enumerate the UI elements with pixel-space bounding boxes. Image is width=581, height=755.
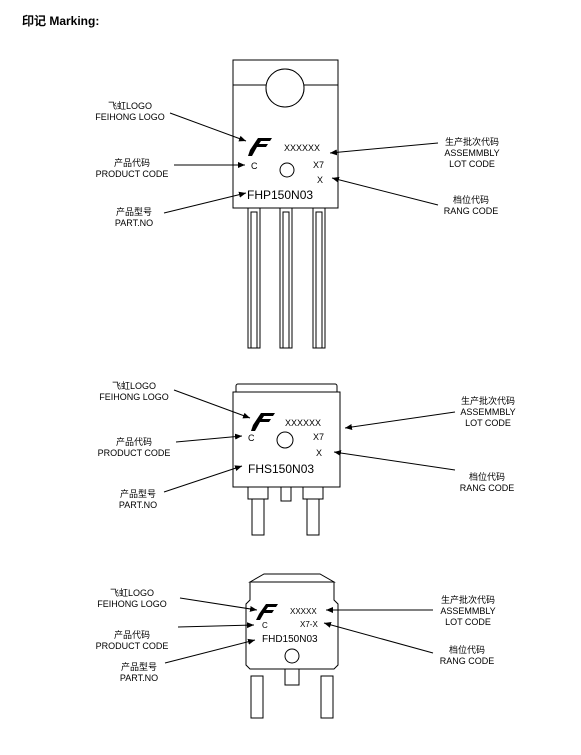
feihong-logo-icon: [251, 413, 275, 431]
to252-center-tab: [284, 668, 300, 686]
mark-x7: X7: [313, 160, 324, 170]
mark-lot-code: XXXXXX: [285, 418, 321, 428]
mark-lot-code: XXXXX: [290, 607, 317, 616]
to252-body: [245, 581, 339, 670]
mark-part-no: FHS150N03: [248, 462, 314, 476]
mark-x7: X7-X: [300, 620, 318, 629]
logo-label: 飞虹LOGO FEIHONG LOGO: [95, 101, 165, 122]
rang-code-label: 档位代码 RANG CODE: [439, 645, 495, 666]
mark-product-code: C: [262, 621, 268, 630]
lot-code-label: 生产批次代码 ASSEMMBLY LOT CODE: [460, 396, 516, 428]
part-no-label: 产品型号 PART.NO: [114, 207, 154, 228]
to252-tab: [248, 573, 336, 583]
product-code-label: 产品代码 PRODUCT CODE: [95, 630, 169, 651]
logo-label: 飞虹LOGO FEIHONG LOGO: [99, 381, 169, 402]
lot-code-label: 生产批次代码 ASSEMMBLY LOT CODE: [440, 595, 496, 627]
to263-center-tab: [280, 486, 292, 502]
marking-heading: 印记 Marking:: [22, 14, 100, 28]
to263-package: [232, 383, 341, 536]
to220-arrows: [163, 112, 439, 214]
to263-dimple: [276, 431, 294, 449]
to220-package: [232, 59, 339, 349]
to220-lead-right: [312, 207, 326, 349]
rang-code-label: 档位代码 RANG CODE: [459, 472, 515, 493]
product-code-label: 产品代码 PRODUCT CODE: [95, 158, 169, 179]
mark-part-no: FHP150N03: [247, 188, 313, 202]
mark-part-no: FHD150N03: [262, 634, 318, 645]
product-code-label: 产品代码 PRODUCT CODE: [97, 437, 171, 458]
to252-lead-right: [320, 675, 334, 719]
part-no-label: 产品型号 PART.NO: [119, 662, 159, 683]
logo-label: 飞虹LOGO FEIHONG LOGO: [97, 588, 167, 609]
rang-code-label: 档位代码 RANG CODE: [443, 195, 499, 216]
mark-lot-code: XXXXXX: [284, 143, 320, 153]
mark-product-code: C: [248, 433, 255, 443]
feihong-logo-icon: [248, 138, 272, 156]
part-no-label: 产品型号 PART.NO: [118, 489, 158, 510]
mark-rang-code: X: [316, 448, 322, 458]
mark-product-code: C: [251, 161, 258, 171]
to263-lead-right: [302, 486, 324, 500]
to252-lead-left: [250, 675, 264, 719]
feihong-logo-icon: [256, 604, 278, 620]
to263-arrows: [163, 389, 456, 493]
mark-x7: X7: [313, 432, 324, 442]
to252-arrows: [164, 597, 434, 664]
to220-lead-middle: [279, 207, 293, 349]
to220-dimple: [279, 162, 295, 178]
to252-dimple: [284, 648, 300, 664]
mark-rang-code: X: [317, 175, 323, 185]
to220-lead-left: [247, 207, 261, 349]
to263-lead-left: [247, 486, 269, 500]
lot-code-label: 生产批次代码 ASSEMMBLY LOT CODE: [444, 137, 500, 169]
to252-package: [245, 573, 339, 719]
